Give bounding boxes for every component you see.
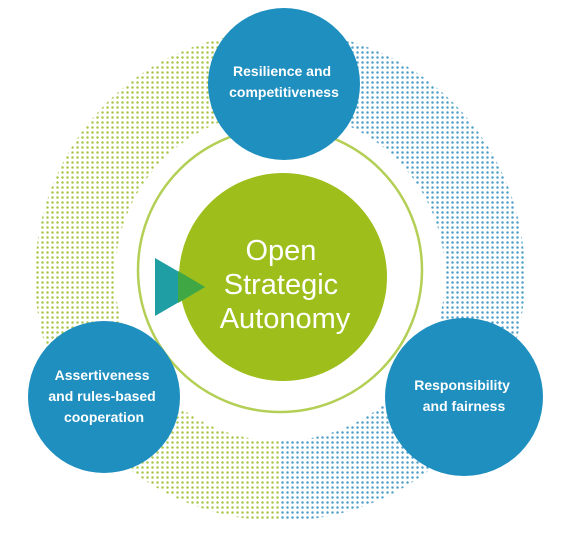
node-resilience-circle [208,8,360,160]
node-responsibility-circle [385,318,543,476]
arrow-icon [155,258,205,316]
node-assertiveness-line-1: Assertiveness [55,367,150,383]
center-title: Open Strategic Autonomy [220,235,351,335]
node-resilience-line-2: competitiveness [229,84,339,100]
node-responsibility-line-2: and fairness [423,398,506,414]
node-assertiveness-line-2: and rules-based [48,388,155,404]
center-line-1: Open [245,235,316,267]
node-responsibility-line-1: Responsibility [414,377,510,393]
node-resilience: Resilience and competitiveness [208,8,360,160]
node-resilience-line-1: Resilience and [233,63,331,79]
node-assertiveness: Assertiveness and rules-based cooperatio… [28,321,180,473]
center-circle [179,173,387,381]
node-resilience-label: Resilience and competitiveness [229,63,339,100]
node-assertiveness-circle [28,321,180,473]
node-assertiveness-line-3: cooperation [64,409,144,425]
node-assertiveness-label: Assertiveness and rules-based cooperatio… [48,367,159,425]
center-line-3: Autonomy [220,303,351,335]
node-responsibility-label: Responsibility and fairness [414,377,514,414]
center-line-2: Strategic [224,269,338,301]
arrow-green-part [178,271,205,303]
node-responsibility: Responsibility and fairness [385,318,543,476]
